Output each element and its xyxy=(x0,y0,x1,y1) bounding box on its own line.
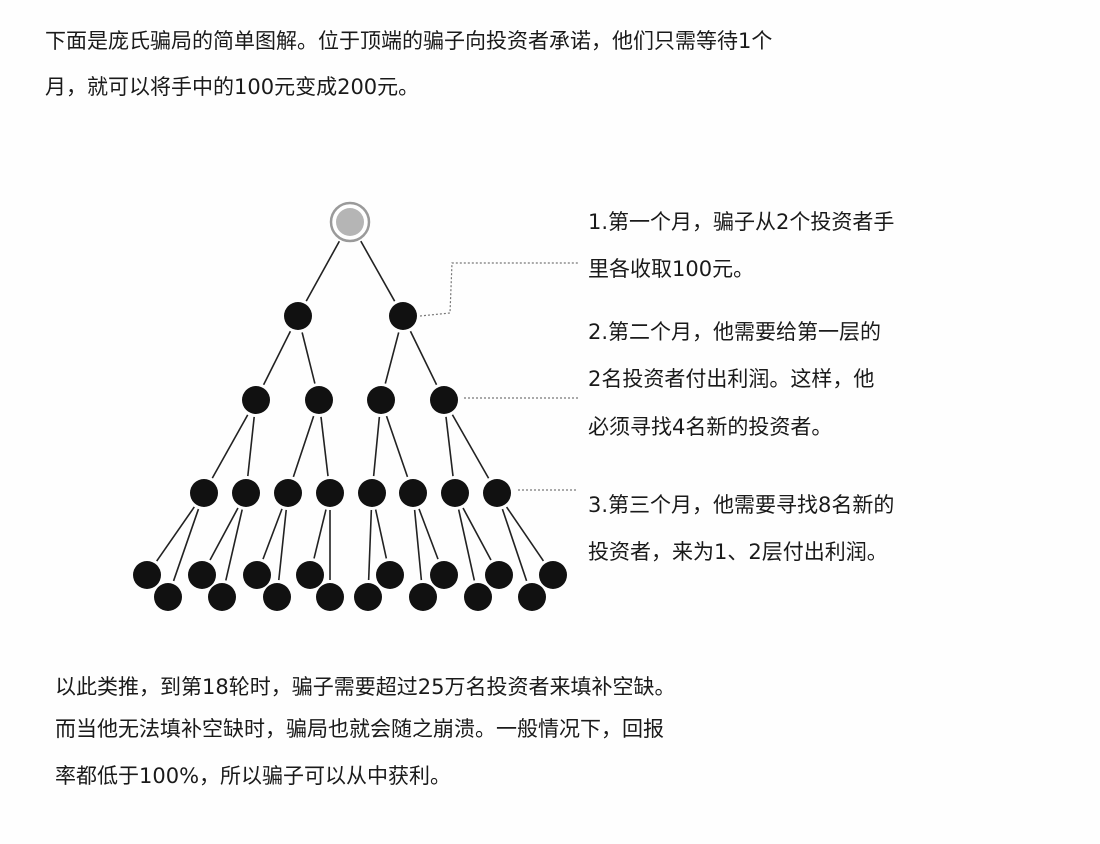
pyramid-edge xyxy=(505,506,545,562)
investor-node-level-4 xyxy=(316,583,344,611)
investor-node-level-3 xyxy=(399,479,427,507)
investor-node-level-3 xyxy=(274,479,302,507)
step-1-line-1: 1.第一个月，骗子从2个投资者手 xyxy=(588,210,895,234)
pyramid-edge xyxy=(445,416,454,477)
step-2-line-2: 2名投资者付出利润。这样，他 xyxy=(588,367,875,391)
investor-node-level-2 xyxy=(430,386,458,414)
investor-node-level-4 xyxy=(188,561,216,589)
intro-line-1: 下面是庞氏骗局的简单图解。位于顶端的骗子向投资者承诺，他们只需等待1个 xyxy=(45,29,773,53)
pyramid-edge xyxy=(305,240,341,302)
pyramid-edge xyxy=(262,330,292,386)
investor-node-level-4 xyxy=(376,561,404,589)
pyramid-edge xyxy=(409,330,438,386)
investor-node-level-3 xyxy=(441,479,469,507)
pyramid-edge xyxy=(384,332,400,384)
intro-line-2: 月，就可以将手中的100元变成200元。 xyxy=(45,75,420,99)
pyramid-edge xyxy=(247,416,255,477)
investor-node-level-4 xyxy=(354,583,382,611)
pyramid-edge xyxy=(501,508,528,582)
top-node-scammer xyxy=(336,208,364,236)
pyramid-edge xyxy=(301,332,316,384)
step-3-line-2: 投资者，来为1、2层付出利润。 xyxy=(588,540,888,564)
investor-node-level-4 xyxy=(263,583,291,611)
pyramid-edge xyxy=(313,509,327,559)
investor-node-level-4 xyxy=(296,561,324,589)
investor-node-level-4 xyxy=(539,561,567,589)
conclusion-line-3: 率都低于100%，所以骗子可以从中获利。 xyxy=(55,764,452,788)
pyramid-edge xyxy=(462,507,492,561)
investor-node-level-3 xyxy=(190,479,218,507)
pyramid-edge xyxy=(418,508,439,560)
pyramid-edge xyxy=(211,414,249,479)
pyramid-edge xyxy=(156,506,195,562)
pyramid-edge xyxy=(172,508,200,582)
pyramid-edge xyxy=(413,509,423,581)
investor-node-level-4 xyxy=(133,561,161,589)
pyramid-edge xyxy=(320,416,329,477)
pyramid-edge xyxy=(457,509,476,581)
investor-node-level-2 xyxy=(305,386,333,414)
investor-node-level-1 xyxy=(389,302,417,330)
conclusion-line-1: 以此类推，到第18轮时，骗子需要超过25万名投资者来填补空缺。 xyxy=(55,675,676,699)
investor-node-level-4 xyxy=(208,583,236,611)
investor-node-level-4 xyxy=(409,583,437,611)
step-1-line-2: 里各收取100元。 xyxy=(588,257,755,281)
leader-line-step-1 xyxy=(419,262,578,317)
investor-node-level-3 xyxy=(358,479,386,507)
pyramid-edge xyxy=(292,415,315,478)
pyramid-edge xyxy=(385,415,409,478)
investor-node-level-4 xyxy=(154,583,182,611)
conclusion-line-2: 而当他无法填补空缺时，骗局也就会随之崩溃。一般情况下，回报 xyxy=(55,717,664,741)
pyramid-edge xyxy=(374,509,388,559)
investor-node-level-3 xyxy=(483,479,511,507)
investor-node-level-1 xyxy=(284,302,312,330)
pyramid-edge xyxy=(372,416,381,477)
investor-node-level-2 xyxy=(367,386,395,414)
pyramid-edge xyxy=(451,414,490,479)
investor-node-level-4 xyxy=(485,561,513,589)
investor-node-level-3 xyxy=(232,479,260,507)
investor-node-level-4 xyxy=(518,583,546,611)
pyramid-edge xyxy=(209,507,239,561)
investor-node-level-4 xyxy=(430,561,458,589)
pyramid-edge xyxy=(277,509,288,581)
investor-node-level-2 xyxy=(242,386,270,414)
investor-node-level-4 xyxy=(464,583,492,611)
step-2-line-1: 2.第二个月，他需要给第一层的 xyxy=(588,320,882,344)
pyramid-edge xyxy=(360,240,396,302)
step-3-line-1: 3.第三个月，他需要寻找8名新的 xyxy=(588,493,895,517)
pyramid-edge xyxy=(225,509,243,581)
pyramid-edge xyxy=(367,509,373,581)
step-2-line-3: 必须寻找4名新的投资者。 xyxy=(588,415,833,439)
pyramid-edge xyxy=(262,508,283,560)
investor-node-level-3 xyxy=(316,479,344,507)
investor-node-level-4 xyxy=(243,561,271,589)
